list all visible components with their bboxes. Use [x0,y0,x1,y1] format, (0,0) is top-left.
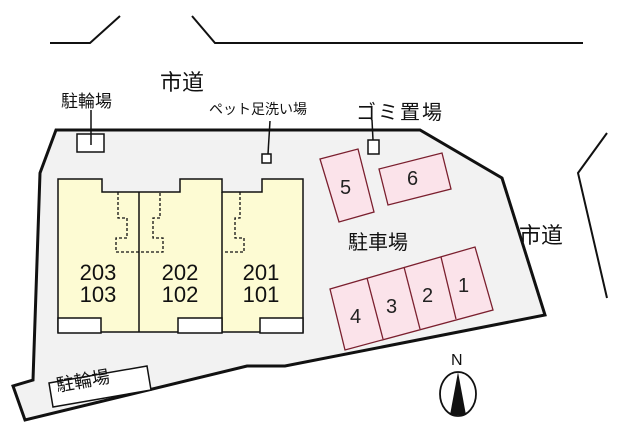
compass-north-label: N [451,352,463,369]
parking-space-3: 3 [386,296,398,318]
road-label-north: 市道 [160,71,205,96]
leader-line [371,119,374,141]
parking-space-6: 6 [407,168,419,190]
unit-block-201-101: 201 101 [231,262,291,306]
unit-lower: 102 [161,282,199,307]
unit-upper: 203 [79,260,117,285]
unit-block-203-103: 203 103 [68,262,128,306]
compass-icon [439,371,477,417]
garbage-box [367,139,380,155]
stair-outlines [115,192,245,253]
parking-spaces [319,148,494,351]
bike-parking-bottom-box [48,365,152,408]
garbage-area-label: ゴミ置場 [356,100,444,124]
pet-footwash-label: ペット足洗い場 [209,102,307,118]
unit-upper: 202 [161,260,199,285]
parking-area-label: 駐車場 [348,230,408,254]
bike-parking-label: 駐輪場 [61,92,112,112]
unit-block-202-102: 202 102 [150,262,210,306]
parking-space-5: 5 [340,177,352,199]
leader-line [267,120,271,155]
road-lines [50,15,608,299]
parking-space-1: 1 [458,275,470,297]
unit-lower: 103 [79,282,117,307]
road-label-east: 市道 [519,224,564,249]
parking-space-2: 2 [422,285,434,307]
parking-space-4: 4 [350,306,362,328]
building [57,178,304,333]
footwash-box [261,153,272,164]
balconies [57,317,304,334]
unit-upper: 201 [242,260,280,285]
unit-lower: 101 [242,282,280,307]
